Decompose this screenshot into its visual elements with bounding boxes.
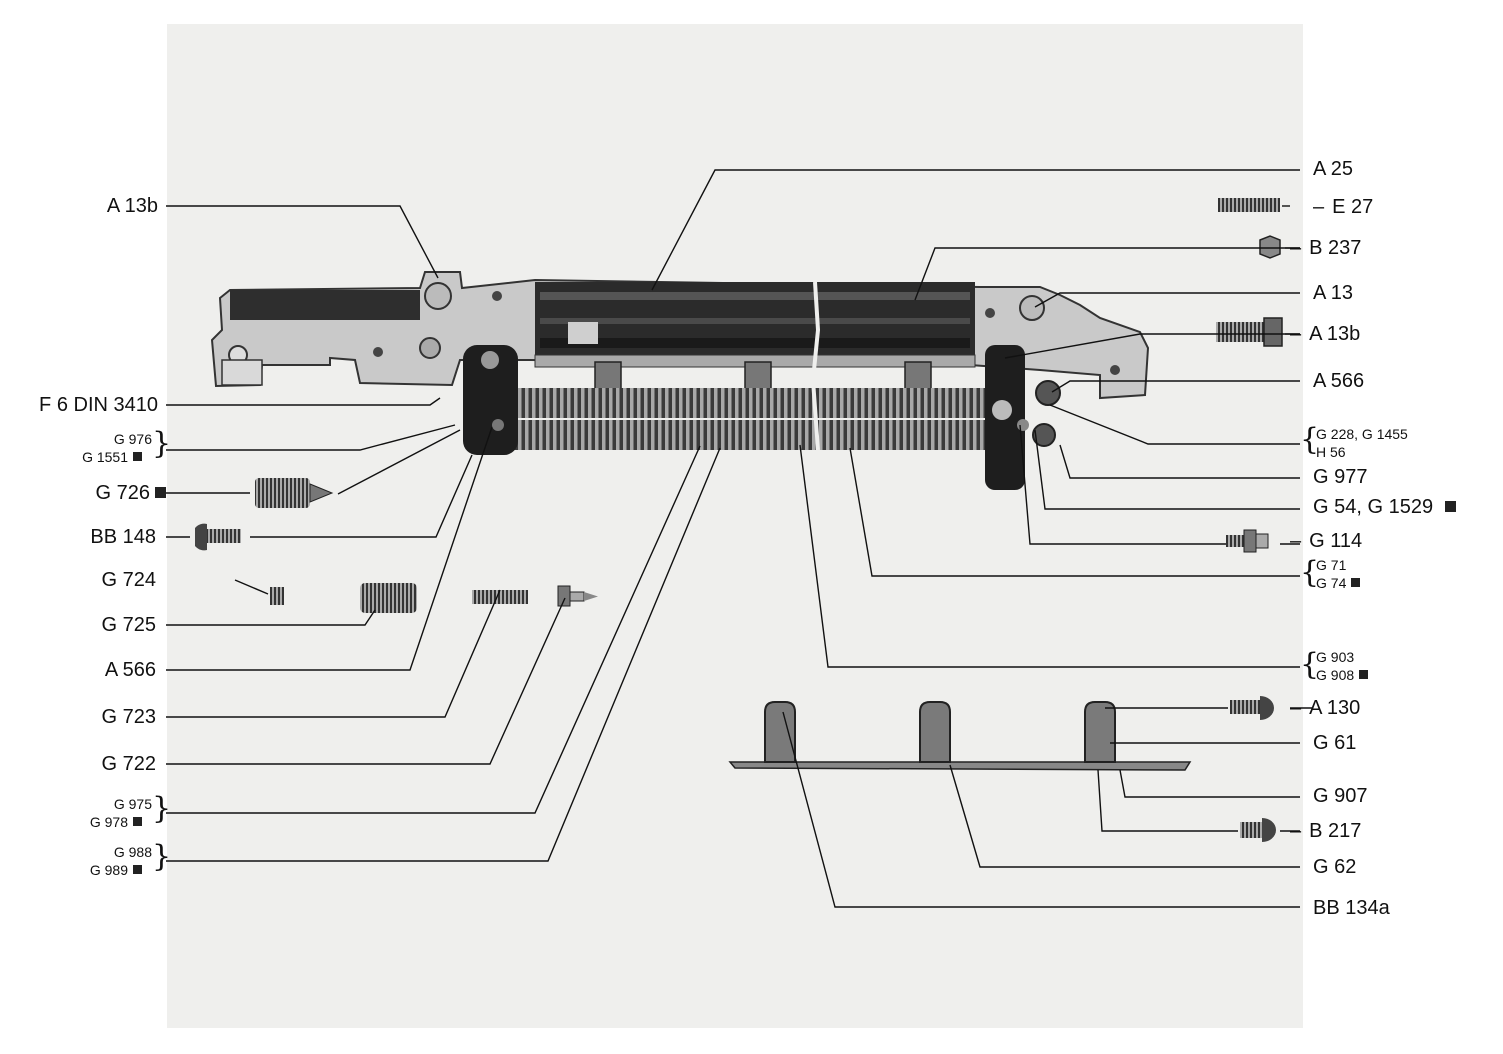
brace-icon: {	[1300, 555, 1320, 590]
brace-icon: }	[152, 791, 172, 826]
label-g61: G 61	[1313, 732, 1357, 754]
bottom-plate-assembly	[728, 701, 1192, 771]
brace-icon: {	[1300, 422, 1320, 457]
label-e27: –E 27	[1313, 196, 1374, 218]
springs	[470, 388, 1000, 450]
brace-icon: }	[152, 426, 172, 461]
label-a13: A 13	[1313, 282, 1354, 304]
variant-marker-icon	[155, 487, 166, 498]
label-g978: G 978	[60, 814, 142, 830]
label-h56: H 56	[1316, 444, 1346, 460]
brace-icon: }	[152, 839, 172, 874]
label-f6-din3410: F 6 DIN 3410	[39, 394, 158, 416]
label-b237: –B 237	[1290, 237, 1362, 259]
spring-end-blocks	[463, 345, 1061, 490]
housing-frame	[210, 271, 1150, 400]
label-g74: G 74	[1316, 575, 1361, 591]
variant-marker-icon	[133, 452, 142, 461]
label-g723: G 723	[101, 706, 156, 728]
label-g976: G 976	[113, 431, 152, 447]
label-g908: G 908	[1316, 667, 1369, 683]
label-bb148: BB 148	[90, 526, 156, 548]
label-g62: G 62	[1313, 856, 1357, 878]
label-g228-g1455: G 228, G 1455	[1316, 426, 1408, 442]
label-g722: G 722	[101, 753, 156, 775]
label-g988: G 988	[113, 844, 152, 860]
label-b217: –B 217	[1290, 820, 1362, 842]
variant-marker-icon	[133, 865, 142, 874]
label-a130: –A 130	[1290, 697, 1361, 719]
label-g977: G 977	[1313, 466, 1368, 488]
variant-marker-icon	[133, 817, 142, 826]
label-a566-left: A 566	[104, 659, 156, 681]
leader-lines	[166, 169, 1312, 908]
brace-icon: {	[1300, 647, 1320, 682]
label-a13b-right: –A 13b	[1290, 323, 1361, 345]
label-a25: A 25	[1313, 158, 1354, 180]
label-g725: G 725	[101, 614, 156, 636]
variant-marker-icon	[1359, 670, 1369, 679]
label-g114: –G 114	[1290, 530, 1363, 552]
label-g903: G 903	[1316, 649, 1355, 665]
label-g724: G 724	[101, 569, 156, 591]
label-bb134a: BB 134a	[1313, 897, 1390, 919]
variant-marker-icon	[1445, 501, 1457, 512]
label-g71: G 71	[1316, 557, 1347, 573]
label-g975: G 975	[113, 796, 152, 812]
loose-parts	[195, 198, 1283, 842]
label-g1551: G 1551	[60, 449, 142, 465]
label-g989: G 989	[60, 862, 142, 878]
label-a13b-left: A 13b	[106, 195, 158, 217]
variant-marker-icon	[1351, 578, 1361, 587]
label-g726: G 726	[40, 482, 166, 504]
label-a566-right: A 566	[1313, 370, 1365, 392]
label-g54-g1529: G 54, G 1529	[1313, 496, 1457, 518]
label-g907: G 907	[1313, 785, 1368, 807]
